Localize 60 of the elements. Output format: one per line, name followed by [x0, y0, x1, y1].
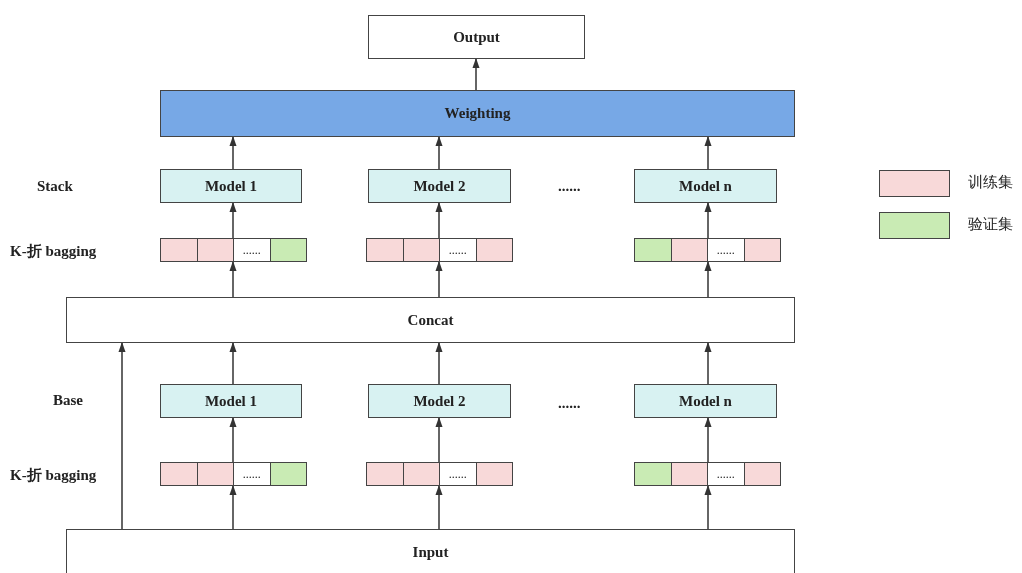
- box-label: Model 1: [204, 177, 258, 195]
- row-label: K-折 bagging: [10, 242, 97, 261]
- weighting-box: [160, 90, 795, 137]
- ellipsis-text: ......: [242, 242, 261, 258]
- arrow: [704, 135, 712, 170]
- ellipsis-text: ......: [448, 242, 467, 258]
- arrow: [704, 201, 712, 239]
- box-label: Input: [412, 544, 449, 561]
- row-label: K-折 bagging: [10, 466, 97, 485]
- arrow: [229, 484, 237, 530]
- row-label: Stack: [37, 178, 73, 195]
- arrow: [435, 416, 443, 463]
- arrow: [704, 416, 712, 463]
- arrow: [435, 484, 443, 530]
- ellipsis-text: ......: [242, 466, 261, 482]
- ellipsis-text: ......: [716, 242, 735, 258]
- arrow: [435, 135, 443, 170]
- box-label: Concat: [407, 311, 454, 329]
- fold-bar: [366, 238, 513, 262]
- ellipsis-text: ......: [716, 466, 735, 482]
- box-label: Model 2: [413, 392, 466, 410]
- concat-box: [66, 297, 795, 343]
- model-box: [160, 384, 302, 418]
- model-box: [634, 384, 777, 418]
- ellipsis-text: ......: [558, 178, 581, 195]
- box-label: Weighting: [444, 105, 511, 122]
- input-box: [66, 529, 795, 573]
- output-box: [368, 15, 585, 59]
- box-label: Output: [453, 28, 500, 46]
- legend-label: 训练集: [968, 173, 1013, 192]
- arrow: [704, 260, 712, 298]
- arrow: [704, 484, 712, 530]
- box-label: Model n: [679, 392, 732, 410]
- fold-bar: [634, 238, 781, 262]
- arrow: [472, 57, 480, 91]
- ellipsis-text: ......: [558, 395, 581, 412]
- model-box: [368, 384, 511, 418]
- arrow: [229, 341, 237, 385]
- model-box: [634, 169, 777, 203]
- box-label: Model 1: [204, 392, 258, 410]
- row-label: Base: [53, 392, 83, 409]
- arrow: [229, 416, 237, 463]
- model-box: [368, 169, 511, 203]
- fold-bar: [160, 238, 307, 262]
- arrow: [435, 260, 443, 298]
- arrow: [435, 201, 443, 239]
- box-label: Model n: [679, 177, 732, 195]
- arrow: [118, 341, 126, 530]
- model-box: [160, 169, 302, 203]
- arrow: [229, 201, 237, 239]
- arrow: [704, 341, 712, 385]
- fold-bar: [160, 462, 307, 486]
- arrow: [229, 135, 237, 170]
- arrow: [229, 260, 237, 298]
- ellipsis-text: ......: [448, 466, 467, 482]
- fold-bar: [366, 462, 513, 486]
- arrow: [435, 341, 443, 385]
- fold-bar: [634, 462, 781, 486]
- box-label: Model 2: [413, 177, 466, 195]
- legend-label: 验证集: [968, 215, 1013, 234]
